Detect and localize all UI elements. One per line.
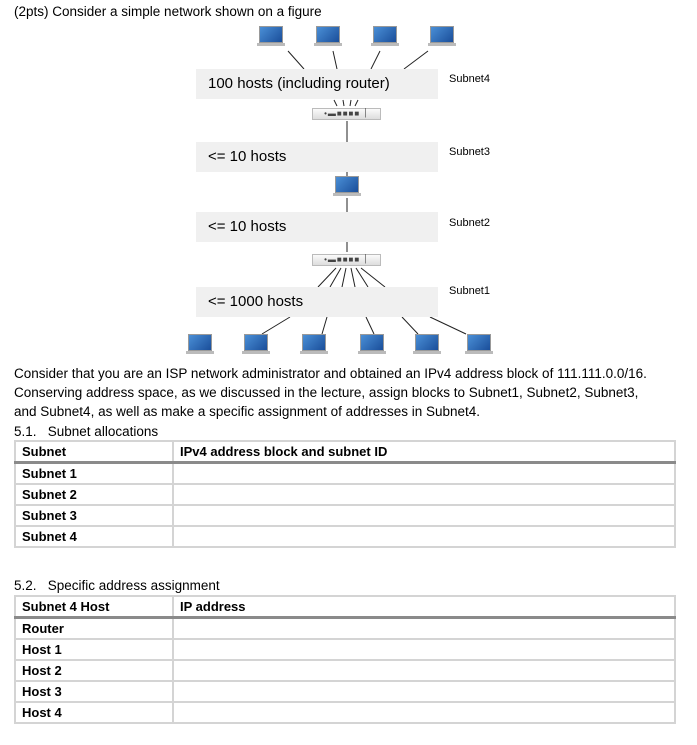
table-row: Host 3 — [14, 680, 676, 703]
answer-cell[interactable] — [172, 504, 676, 527]
row-label: Subnet 1 — [14, 461, 174, 485]
row-label: Subnet 4 — [14, 525, 174, 548]
network-links — [261, 50, 467, 335]
table-row: Host 1 — [14, 638, 676, 661]
header-host: Subnet 4 Host — [14, 595, 174, 619]
subnet4-label: Subnet4 — [449, 73, 490, 85]
header-subnet: Subnet — [14, 440, 174, 464]
router-icon: •▬■■■■ ׀ — [312, 254, 381, 266]
row-label: Host 4 — [14, 701, 174, 724]
laptop-icon — [358, 334, 386, 356]
answer-cell[interactable] — [172, 483, 676, 506]
answer-cell[interactable] — [172, 638, 676, 661]
answer-cell[interactable] — [172, 701, 676, 724]
laptop-icon — [257, 26, 285, 48]
row-label: Router — [14, 616, 174, 640]
answer-cell[interactable] — [172, 616, 676, 640]
header-ip-address: IP address — [172, 595, 676, 619]
row-label: Host 1 — [14, 638, 174, 661]
subnet1-label: Subnet1 — [449, 285, 490, 297]
subnet4-box: 100 hosts (including router) — [196, 69, 438, 99]
laptop-icon — [413, 334, 441, 356]
answer-cell[interactable] — [172, 659, 676, 682]
section-5-1-title: 5.1. Subnet allocations — [14, 424, 159, 439]
subnet1-box: <= 1000 hosts — [196, 287, 438, 317]
table-row: Subnet 3 — [14, 504, 676, 527]
table-row: Host 4 — [14, 701, 676, 724]
answer-cell[interactable] — [172, 525, 676, 548]
row-label: Host 2 — [14, 659, 174, 682]
table-row: Subnet 1 — [14, 461, 676, 485]
header-ipv4-block: IPv4 address block and subnet ID — [172, 440, 676, 464]
subnet2-label: Subnet2 — [449, 217, 490, 229]
answer-cell[interactable] — [172, 680, 676, 703]
row-label: Subnet 3 — [14, 504, 174, 527]
laptop-icon — [300, 334, 328, 356]
subnet3-label: Subnet3 — [449, 146, 490, 158]
laptop-icon — [186, 334, 214, 356]
section-5-2-title: 5.2. Specific address assignment — [14, 578, 220, 593]
router-icon: •▬■■■■ ׀ — [312, 108, 381, 120]
table-row: Router — [14, 616, 676, 640]
problem-paragraph: Consider that you are an ISP network adm… — [14, 366, 647, 419]
answer-cell[interactable] — [172, 461, 676, 485]
row-label: Host 3 — [14, 680, 174, 703]
laptop-icon — [333, 176, 361, 198]
intro-text: (2pts) Consider a simple network shown o… — [14, 4, 322, 19]
table-row: Host 2 — [14, 659, 676, 682]
table-row: Subnet 2 — [14, 483, 676, 506]
laptop-icon — [465, 334, 493, 356]
table-row: Subnet 4 — [14, 525, 676, 548]
row-label: Subnet 2 — [14, 483, 174, 506]
subnet3-box: <= 10 hosts — [196, 142, 438, 172]
laptop-icon — [371, 26, 399, 48]
laptop-icon — [242, 334, 270, 356]
laptop-icon — [314, 26, 342, 48]
subnet2-box: <= 10 hosts — [196, 212, 438, 242]
laptop-icon — [428, 26, 456, 48]
